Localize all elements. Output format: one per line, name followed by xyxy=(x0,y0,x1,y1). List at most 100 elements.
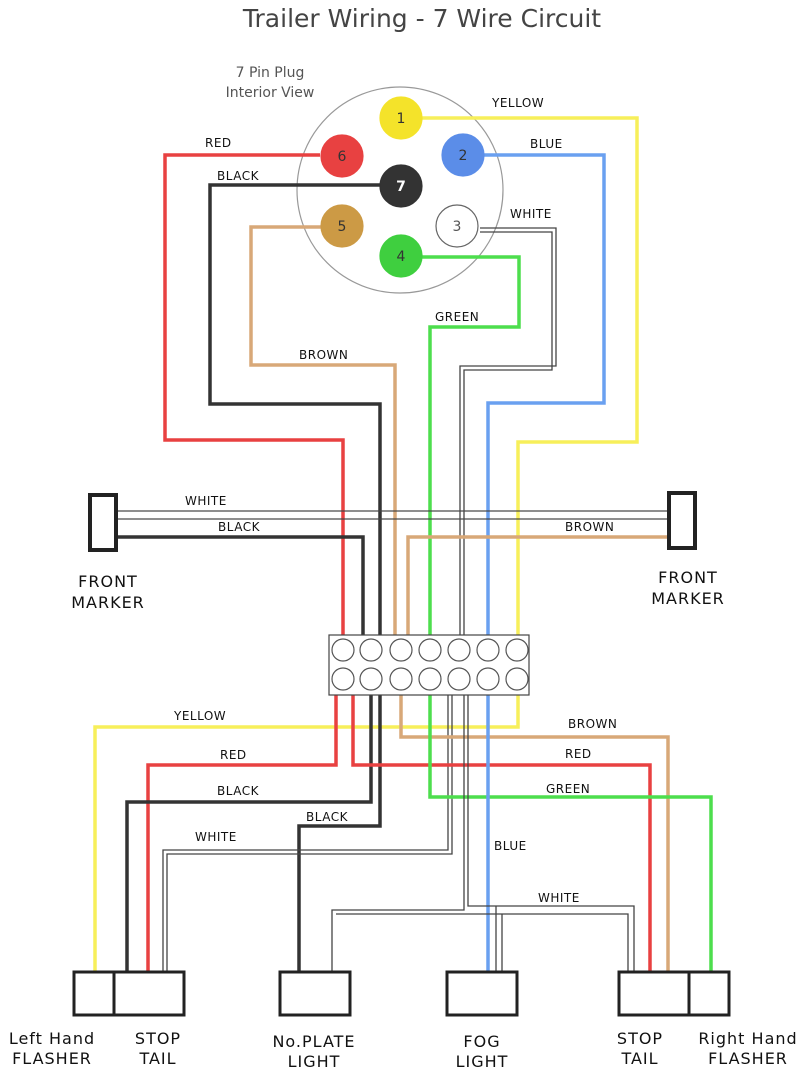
terminal-r1-c7 xyxy=(505,638,529,662)
left-stop-label-1: STOP xyxy=(135,1029,181,1048)
label-green: GREEN xyxy=(435,310,479,324)
label-low-green: GREEN xyxy=(546,782,590,796)
diagram-title: Trailer Wiring - 7 Wire Circuit xyxy=(242,4,601,33)
right-flasher-label-1: Right Hand xyxy=(698,1029,797,1048)
plug-label-line1: 7 Pin Plug xyxy=(236,65,305,81)
right-stop-label-1: STOP xyxy=(617,1029,663,1048)
front-marker-left-label-2: MARKER xyxy=(71,593,145,612)
junction-terminals xyxy=(331,638,529,691)
pin-2: 2 xyxy=(441,133,485,177)
pin-6-number: 6 xyxy=(338,149,347,165)
pin-3-number: 3 xyxy=(453,219,462,235)
wire-blue-upper xyxy=(484,153,606,638)
label-low-brown: BROWN xyxy=(568,717,617,731)
front-marker-right-lamp xyxy=(667,491,697,550)
label-low-black-2: BLACK xyxy=(306,810,349,824)
label-marker-brown: BROWN xyxy=(565,520,614,534)
pin-4-circle xyxy=(379,234,423,278)
plate-light-label-2: LIGHT xyxy=(288,1052,341,1071)
plug-label-line2: Interior View xyxy=(226,85,315,101)
terminal-r1-c6 xyxy=(476,638,500,662)
plate-light-label-1: No.PLATE xyxy=(272,1032,355,1051)
terminal-r2-c1 xyxy=(331,667,355,691)
label-low-red-left: RED xyxy=(220,748,247,762)
front-marker-right-label-1: FRONT xyxy=(658,568,718,587)
plug-outline xyxy=(296,86,504,294)
front-marker-right-label-2: MARKER xyxy=(651,589,725,608)
terminal-r2-c4 xyxy=(418,667,442,691)
label-marker-black: BLACK xyxy=(218,520,261,534)
terminal-r2-c5 xyxy=(447,667,471,691)
wire-black-lower-1 xyxy=(125,695,373,972)
terminal-r2-c6 xyxy=(476,667,500,691)
right-stop-label-2: TAIL xyxy=(620,1049,658,1068)
left-flasher-label-1: Left Hand xyxy=(9,1029,95,1048)
label-blue: BLUE xyxy=(530,137,563,151)
wire-white-lower-right-3 xyxy=(336,913,629,972)
terminal-r1-c2 xyxy=(359,638,383,662)
front-marker-left-lamp xyxy=(88,493,118,552)
label-low-white-left: WHITE xyxy=(195,830,237,844)
pin-5-circle xyxy=(320,204,364,248)
wire-yellow-upper xyxy=(422,116,639,638)
left-flasher-label-2: FLASHER xyxy=(12,1049,92,1068)
wire-brown-marker xyxy=(406,535,670,638)
label-low-blue: BLUE xyxy=(494,839,527,853)
wire-brown-lower xyxy=(399,695,670,972)
label-low-red-right: RED xyxy=(565,747,592,761)
pin-1-circle xyxy=(379,96,423,140)
terminal-r2-c7 xyxy=(505,667,529,691)
wire-red-upper xyxy=(163,153,345,638)
terminal-r2-c2 xyxy=(359,667,383,691)
pin-4: 4 xyxy=(379,234,423,278)
pin-4-number: 4 xyxy=(397,249,406,265)
wire-white-upper-2 xyxy=(463,231,553,638)
left-stop-label-2: TAIL xyxy=(138,1049,176,1068)
fog-light-label-2: LIGHT xyxy=(456,1052,509,1071)
plate-light-lamp xyxy=(278,970,352,1017)
label-low-yellow: YELLOW xyxy=(173,709,226,723)
pin-1: 1 xyxy=(379,96,423,140)
label-marker-white: WHITE xyxy=(185,494,227,508)
pin-3: 3 xyxy=(435,204,479,248)
marker-white-bus xyxy=(111,510,673,520)
label-red: RED xyxy=(205,136,232,150)
left-flasher-lamp xyxy=(72,970,116,1017)
wire-green-lower xyxy=(428,695,713,972)
fog-light-label-1: FOG xyxy=(463,1032,500,1051)
junction-block xyxy=(328,634,530,696)
right-stop-tail-lamp xyxy=(617,970,691,1017)
wire-white-lower-left-2 xyxy=(166,695,453,972)
wire-brown-upper xyxy=(249,225,397,638)
pin-2-number: 2 xyxy=(459,148,468,164)
pin-6: 6 xyxy=(320,134,364,178)
wire-yellow-lower xyxy=(93,695,520,972)
front-marker-left-label-1: FRONT xyxy=(78,572,138,591)
wire-black-lower-2 xyxy=(297,695,382,972)
label-low-white-right: WHITE xyxy=(538,891,580,905)
terminal-r1-c1 xyxy=(331,638,355,662)
wire-white-lower-right-2 xyxy=(467,695,635,972)
wire-black-upper xyxy=(208,183,382,638)
fog-light-lamp xyxy=(445,970,519,1017)
wire-red-lower-right xyxy=(351,695,652,972)
wire-white-lower-left xyxy=(162,695,449,972)
label-low-black-1: BLACK xyxy=(217,784,260,798)
wire-red-lower-left xyxy=(146,695,338,972)
right-flasher-lamp xyxy=(687,970,731,1017)
pin-1-number: 1 xyxy=(397,111,406,127)
terminal-r1-c5 xyxy=(447,638,471,662)
wire-white-upper xyxy=(459,227,557,638)
plug-pins: 1 2 3 4 5 6 7 xyxy=(320,96,485,278)
pin-3-circle xyxy=(435,204,479,248)
wire-black-marker xyxy=(116,535,365,638)
label-yellow: YELLOW xyxy=(491,96,544,110)
pin-2-circle xyxy=(441,133,485,177)
pin-5: 5 xyxy=(320,204,364,248)
terminal-r1-c4 xyxy=(418,638,442,662)
right-flasher-label-2: FLASHER xyxy=(708,1049,788,1068)
terminal-r1-c3 xyxy=(389,638,413,662)
pin-7-number: 7 xyxy=(396,179,406,195)
terminal-r2-c3 xyxy=(389,667,413,691)
